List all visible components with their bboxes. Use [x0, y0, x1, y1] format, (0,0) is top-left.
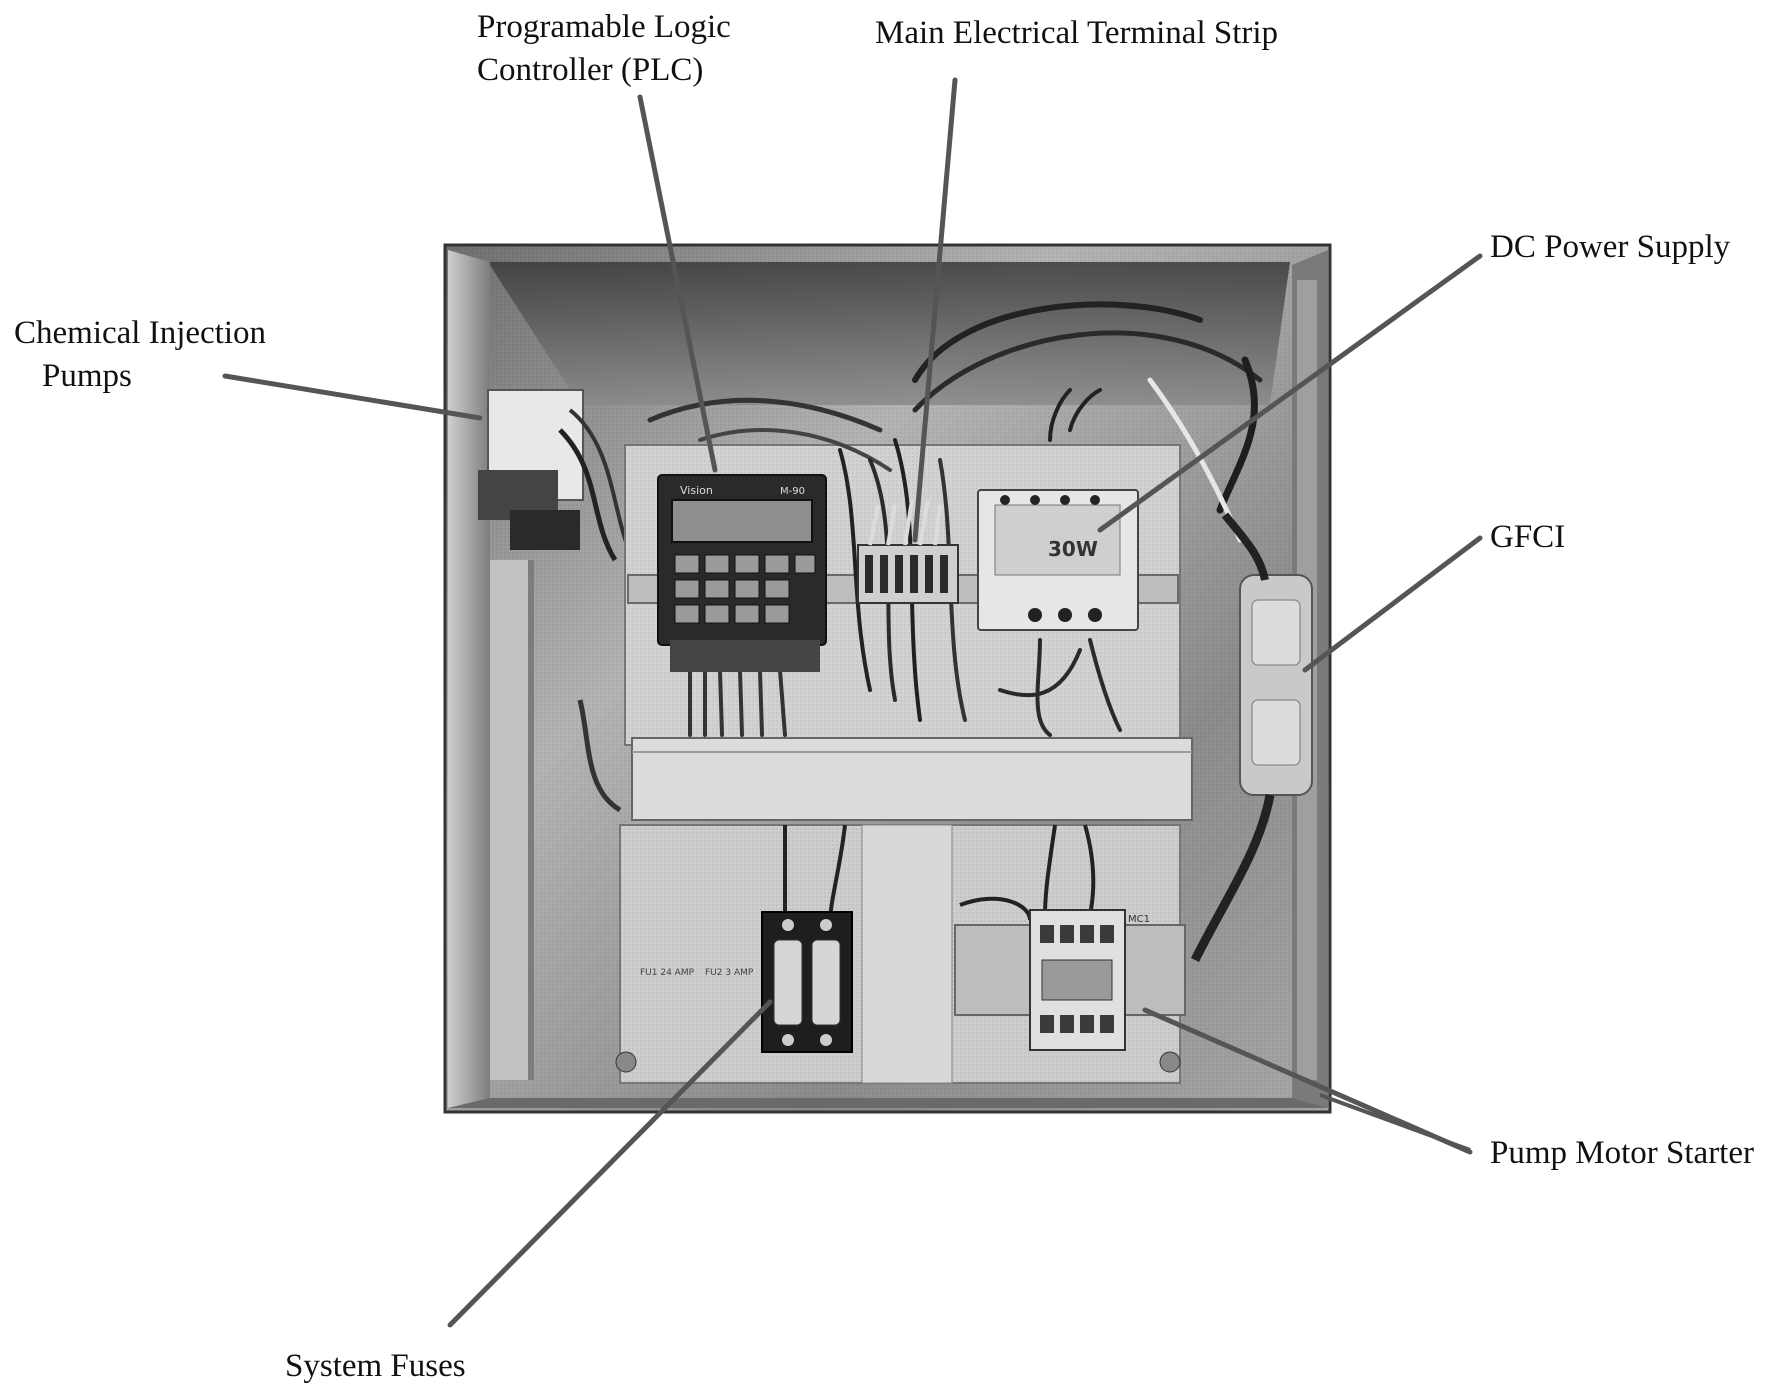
leader-gfci: [1302, 535, 1483, 673]
wiring-bundle: [647, 301, 1263, 737]
dc-power-supply-callout: DC Power Supply: [1490, 229, 1731, 265]
plc-unit: Vision M-90: [657, 474, 827, 672]
fuse-tag-2: FU2 3 AMP: [705, 968, 754, 978]
pump-motor-starter-callout: Pump Motor Starter: [1490, 1135, 1754, 1171]
fuse-tag-1: FU1 24 AMP: [640, 968, 695, 978]
pump-motor-starter: MC1: [954, 909, 1186, 1051]
terminal-strip-callout: Main Electrical Terminal Strip: [875, 15, 1279, 51]
leader-plc: [637, 94, 718, 473]
plc-callout-line2: Controller (PLC): [477, 52, 704, 88]
terminal-strip: [857, 499, 959, 604]
starter-tag: MC1: [1128, 914, 1150, 925]
chemical-callout-line2: Pumps: [42, 358, 132, 394]
gfci-callout: GFCI: [1490, 519, 1566, 555]
leader-lines: [222, 77, 1483, 1328]
plc-brand-text: Vision: [680, 484, 713, 497]
leader-starter-edge: [1319, 1093, 1471, 1152]
leader-terminal-strip: [912, 77, 958, 543]
leader-chemical-pumps: [222, 373, 483, 421]
chemical-callout-line1: Chemical Injection: [14, 315, 266, 351]
fuse-block: [761, 911, 853, 1053]
system-fuses-callout: System Fuses: [285, 1348, 466, 1384]
gfci-box: [1190, 512, 1313, 963]
psu-rating-text: 30W: [1048, 537, 1098, 561]
plc-model-text: M-90: [780, 486, 805, 497]
leader-system-fuses: [447, 999, 773, 1328]
plc-callout-line1: Programable Logic: [477, 9, 731, 45]
leader-dc-power-supply: [1097, 253, 1483, 533]
chemical-pump-area: [478, 389, 642, 813]
dc-power-supply: 30W: [977, 489, 1139, 631]
